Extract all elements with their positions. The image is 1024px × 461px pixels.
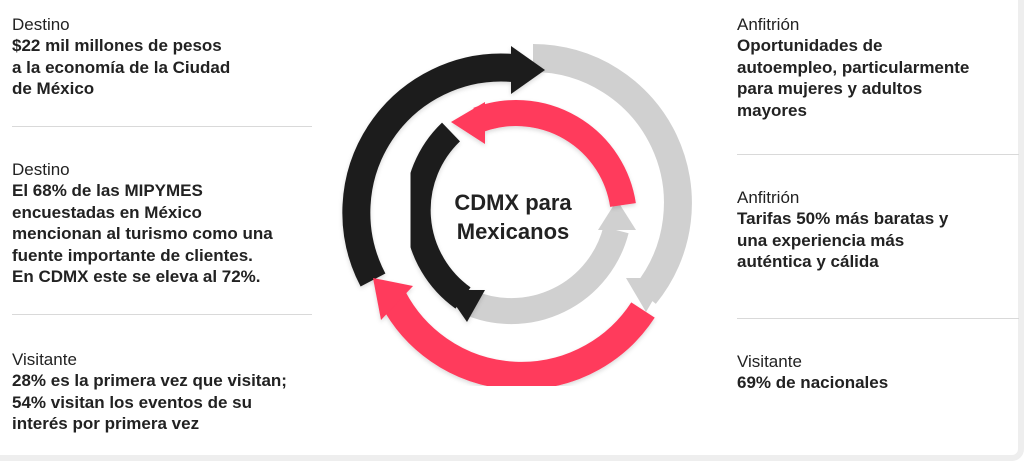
cycle-arrows: [342, 44, 692, 390]
red-outer-arrow: [373, 278, 655, 390]
black-inner-arrow: [404, 122, 485, 322]
right-divider-2: [737, 318, 1019, 319]
left-item-3-text: 28% es la primera vez que visitan; 54% v…: [12, 371, 287, 433]
left-item-2: Destino El 68% de las MIPYMES encuestada…: [12, 127, 312, 314]
right-item-1-text: Oportunidades de autoempleo, particularm…: [737, 36, 970, 120]
right-divider-1: [737, 154, 1019, 155]
right-item-2: Anfitrión Tarifas 50% más baratas y una …: [737, 155, 1019, 318]
right-item-2-category: Anfitrión: [737, 188, 800, 207]
gray-outer-arrow: [532, 44, 692, 312]
left-item-3: Visitante 28% es la primera vez que visi…: [12, 315, 312, 435]
left-divider-2: [12, 314, 312, 315]
left-column: Destino $22 mil millones de pesos a la e…: [12, 14, 312, 435]
left-item-2-text: El 68% de las MIPYMES encuestadas en Méx…: [12, 181, 273, 286]
gray-inner-arrow: [462, 200, 636, 325]
right-item-3-text: 69% de nacionales: [737, 373, 889, 392]
right-item-3-category: Visitante: [737, 352, 802, 371]
black-outer-arrow: [342, 46, 545, 287]
left-item-1-category: Destino: [12, 15, 70, 34]
right-item-1: Anfitrión Oportunidades de autoempleo, p…: [737, 14, 1019, 154]
left-item-3-category: Visitante: [12, 350, 77, 369]
left-item-1: Destino $22 mil millones de pesos a la e…: [12, 14, 312, 126]
left-divider-1: [12, 126, 312, 127]
right-item-2-text: Tarifas 50% más baratas y una experienci…: [737, 209, 949, 271]
left-item-2-category: Destino: [12, 160, 70, 179]
red-inner-arrow: [451, 100, 636, 208]
right-item-3: Visitante 69% de nacionales: [737, 319, 1019, 394]
center-title: CDMX para Mexicanos: [454, 190, 572, 244]
left-item-1-text: $22 mil millones de pesos a la economía …: [12, 36, 231, 98]
right-item-1-category: Anfitrión: [737, 15, 800, 34]
right-column: Anfitrión Oportunidades de autoempleo, p…: [737, 14, 1019, 394]
cycle-diagram: CDMX para Mexicanos: [333, 40, 693, 440]
